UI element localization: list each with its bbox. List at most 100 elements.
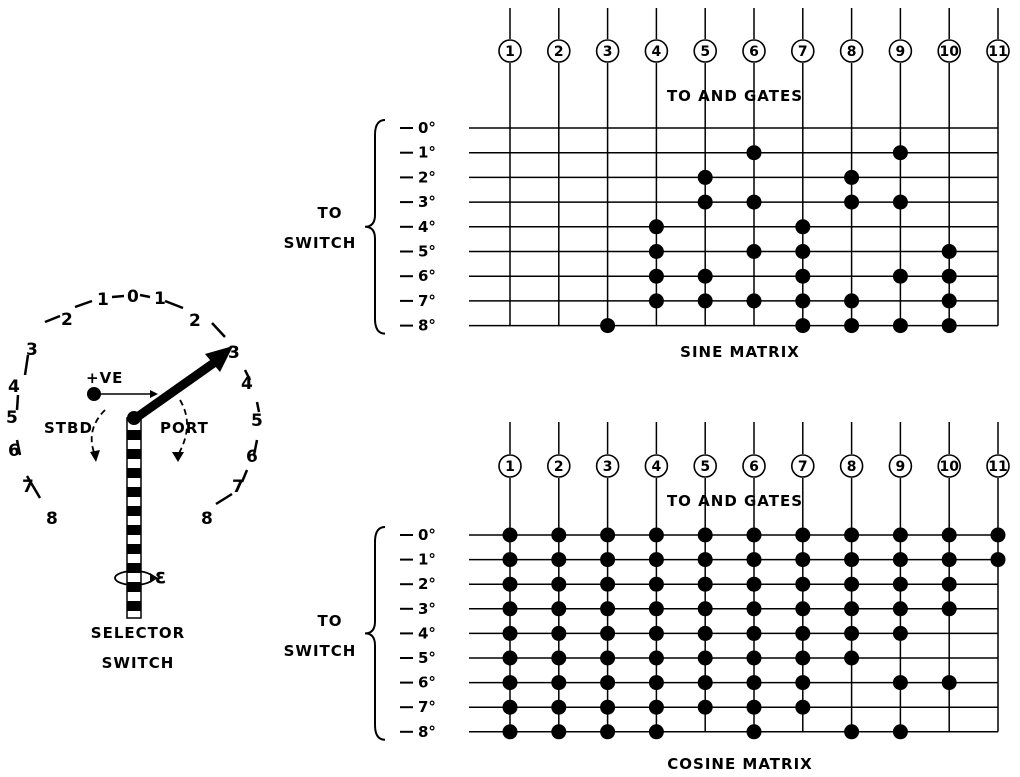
connection-dot [600,650,616,666]
cosine-gates-label: TO AND GATES [667,492,803,510]
dial-num-7-left: 7 [22,477,34,497]
cosine-title: COSINE MATRIX [667,755,812,772]
shaft-stripe [127,525,141,535]
connection-dot [844,527,860,543]
dial-num-1-right: 1 [154,289,166,309]
gate-number-circle [498,454,522,478]
connection-dot [551,576,567,592]
connection-dot [941,527,957,543]
row-label: 0° [418,526,436,544]
connection-dot [697,625,713,641]
connection-dot [697,552,713,568]
connection-dot [697,169,713,185]
connection-dot [502,699,518,715]
connection-dot [844,194,860,210]
gate-number-circle [839,39,864,63]
connection-dot [746,699,762,715]
gate-number: 4 [652,44,662,60]
connection-dot [892,724,908,740]
dial-num-0: 0 [127,287,139,307]
connection-dot [892,576,908,592]
shaft-stripe [127,601,141,611]
connection-dot [697,268,713,284]
connection-dot [844,724,860,740]
gate-number-circle [937,454,962,478]
connection-dot [941,268,957,284]
gate-number-circle [595,39,620,63]
connection-dot [697,601,713,617]
switch-brace [364,119,386,335]
gate-number: 10 [939,459,959,475]
connection-dot [844,625,860,641]
row-label: 7° [418,292,436,310]
gate-number-circle [595,454,620,478]
shaft-stripe [127,506,141,516]
connection-dot [600,318,616,334]
dial-num-4-right: 4 [241,374,253,394]
connection-dot [892,527,908,543]
dial-num-4-left: 4 [8,377,20,397]
connection-dot [648,699,664,715]
connection-dot [551,601,567,617]
connection-dot [697,194,713,210]
connection-dot [746,145,762,161]
connection-dot [990,552,1006,568]
dial-num-2-left: 2 [61,310,73,330]
connection-dot [648,675,664,691]
gate-number-circle [644,454,669,478]
connection-dot [844,650,860,666]
gate-number: 2 [554,44,564,60]
gate-number-circle [888,454,913,478]
gate-number-circle [986,39,1010,63]
gate-number-circle [937,39,962,63]
gate-number: 1 [505,44,515,60]
connection-dot [795,527,811,543]
connection-dot [551,724,567,740]
connection-dot [795,576,811,592]
connection-dot [697,699,713,715]
connection-dot [795,699,811,715]
connection-dot [795,244,811,259]
switch-brace [364,526,386,741]
connection-dot [551,675,567,691]
connection-dot [941,601,957,617]
row-label: 4° [418,624,436,642]
connection-dot [795,650,811,666]
connection-dot [795,675,811,691]
shaft-stripe [127,468,141,478]
row-label: 5° [418,649,436,667]
sine-gates-label: TO AND GATES [667,87,803,105]
dial-num-1-left: 1 [97,290,109,310]
dial-num-6-right: 6 [246,447,258,467]
connection-dot [892,552,908,568]
selector-shaft [126,411,142,619]
connection-dot [600,552,616,568]
connection-dot [648,625,664,641]
connection-dot [941,552,957,568]
connection-dot [600,675,616,691]
row-label: 3° [418,193,436,211]
connection-dot [697,576,713,592]
selector-switch: 1 0 1 2 2 3 4 5 6 7 8 3 4 5 6 7 8 +VE [6,287,263,672]
rotation-arrow-icon [150,573,158,583]
gate-number-circle [546,39,571,63]
gate-number-circle [742,39,766,63]
connection-dot [648,268,664,284]
selector-caption-line2: SWITCH [102,654,175,672]
connection-dot [844,576,860,592]
connection-dot [648,244,664,259]
dial-arc-left [15,293,184,499]
gate-number: 11 [988,44,1007,60]
connection-dot [697,293,713,309]
connection-dot [746,675,762,691]
connection-dot [746,625,762,641]
stbd-label: STBD [44,419,93,437]
gate-number-circle [644,39,669,63]
connection-dot [746,293,762,309]
shaft-stripe [127,582,141,592]
connection-dot [746,724,762,740]
connection-dot [844,169,860,185]
